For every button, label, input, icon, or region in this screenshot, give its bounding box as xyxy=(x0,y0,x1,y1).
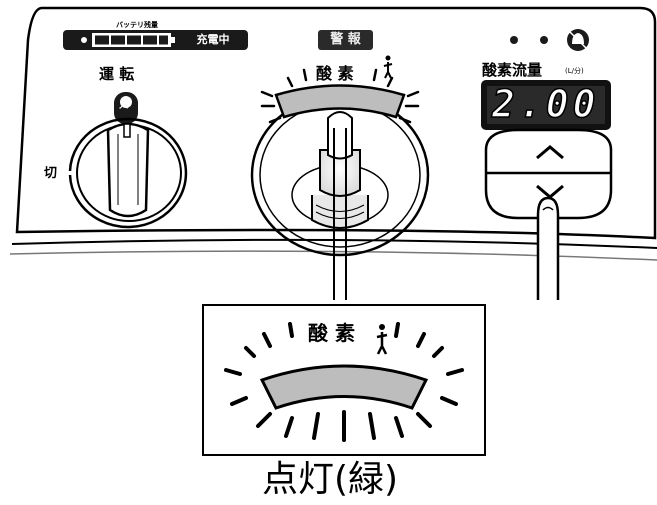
finger-icon xyxy=(536,196,560,300)
run-label: 運 転 xyxy=(99,65,135,83)
oxygen-knob[interactable] xyxy=(250,93,430,300)
status-led-2 xyxy=(540,36,548,44)
charging-label: 充電中 xyxy=(196,33,230,46)
alarm-indicator xyxy=(318,30,373,50)
detail-oxygen-label: 酸 素 xyxy=(308,321,355,345)
battery-label: バッテリ残量 xyxy=(116,21,158,29)
battery-icon xyxy=(81,33,175,47)
status-led-1 xyxy=(510,36,518,44)
alarm-label: 警 報 xyxy=(330,32,361,47)
oxygen-indicator-panel xyxy=(260,68,420,124)
flow-unit: (L/分) xyxy=(565,67,584,75)
detail-glow-rays xyxy=(224,322,464,442)
detail-person-icon xyxy=(376,324,388,355)
glow-rays xyxy=(260,68,420,124)
power-knob[interactable] xyxy=(106,122,150,218)
oxygen-label: 酸 素 xyxy=(316,64,354,83)
power-switch[interactable] xyxy=(68,92,188,229)
flow-label: 酸素流量 xyxy=(482,61,543,79)
chevron-up-icon[interactable] xyxy=(536,145,564,160)
flow-value: 2.00 xyxy=(491,82,600,126)
detail-indicator xyxy=(224,322,464,442)
off-label: 切 xyxy=(44,166,58,181)
caption: 点灯(緑) xyxy=(262,459,399,500)
on-label: 入 xyxy=(119,101,129,111)
alarm-mute-icon xyxy=(567,29,589,51)
person-icon xyxy=(383,55,393,79)
